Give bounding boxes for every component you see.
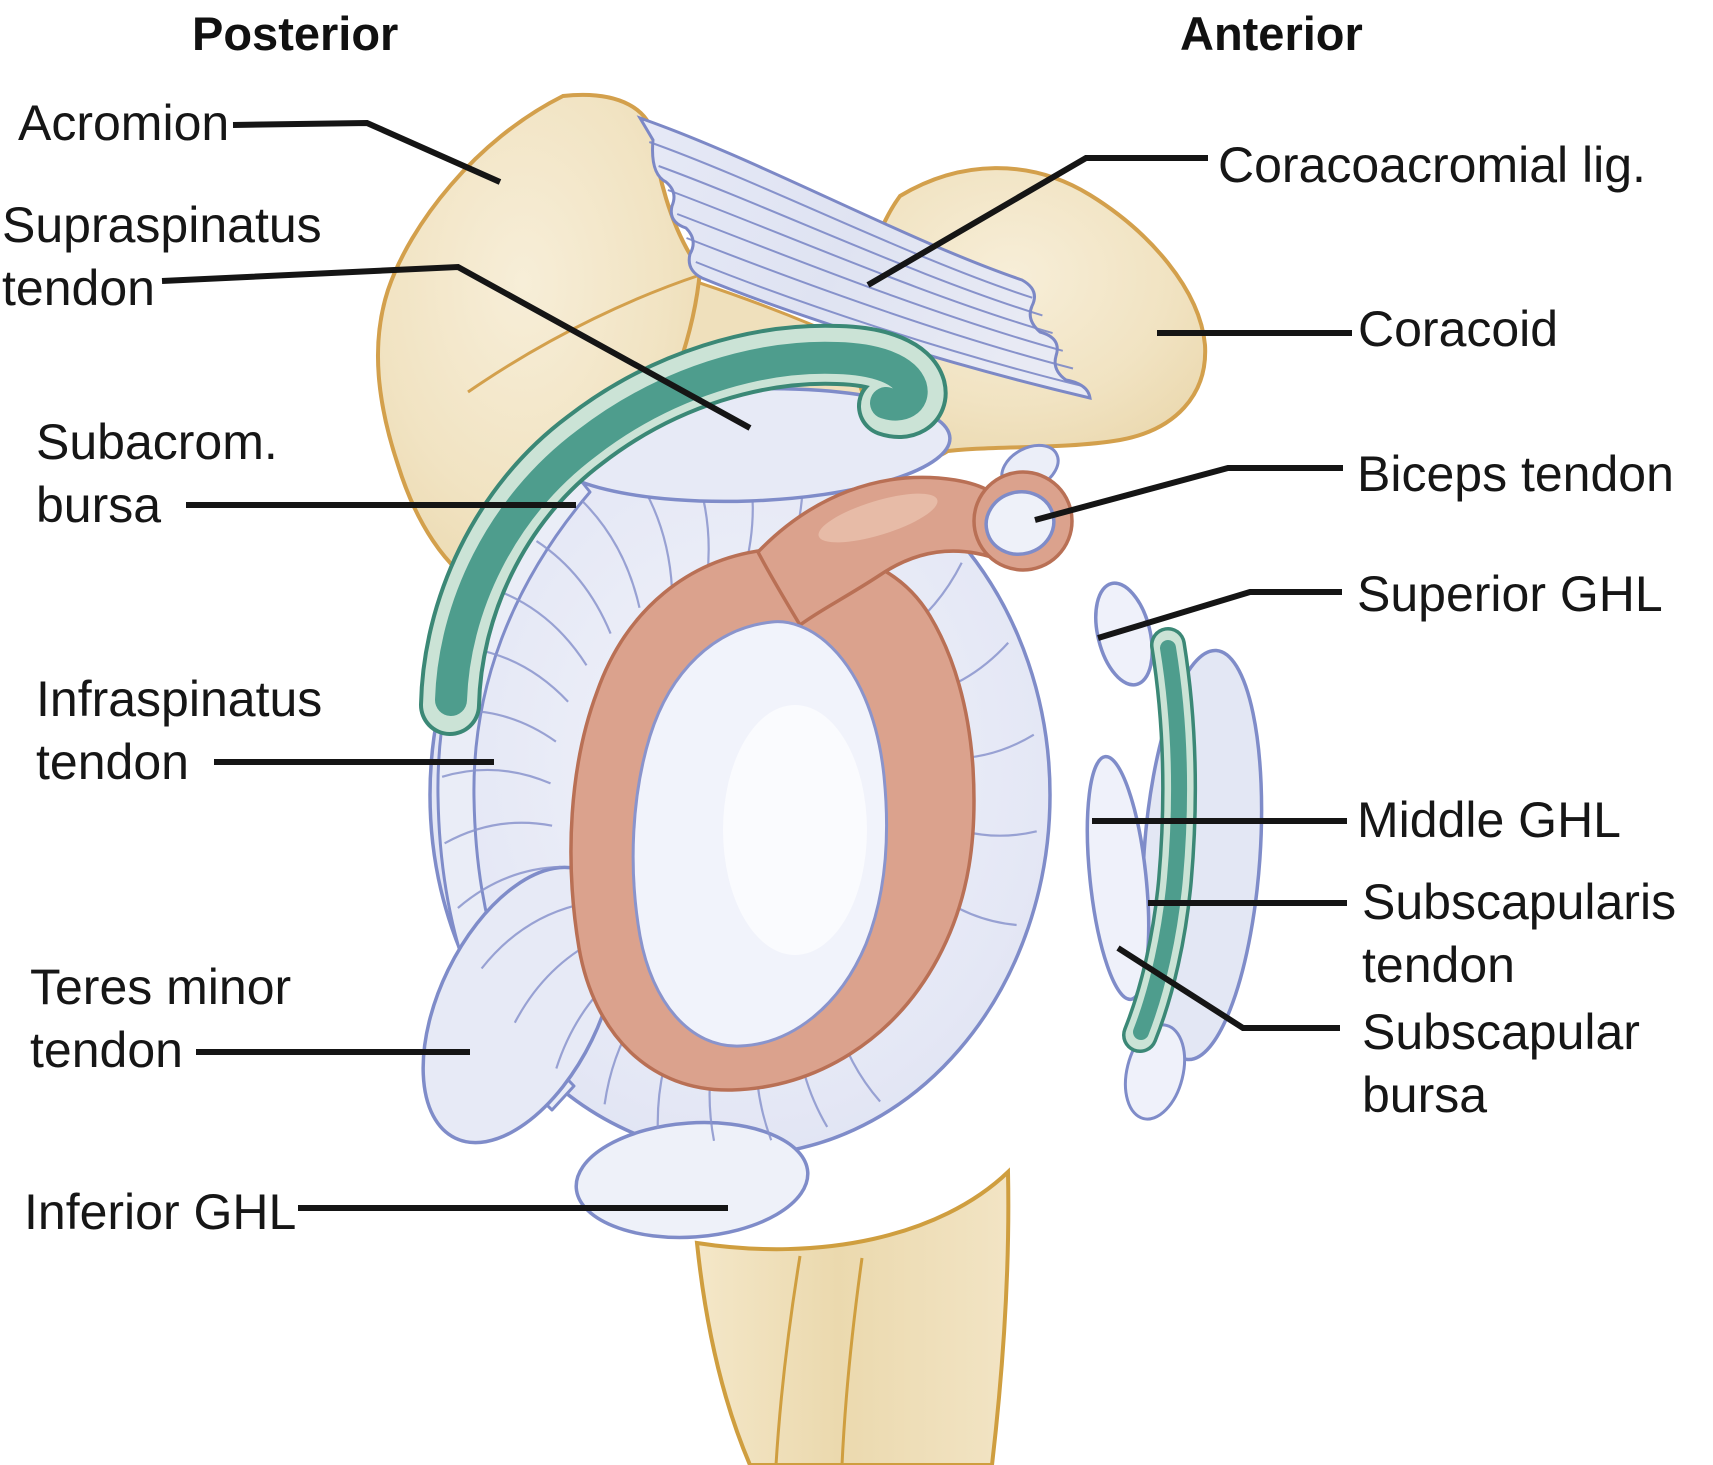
superior-ghl-tube	[1094, 581, 1154, 687]
label-coracoacromial-lig: Coracoacromial lig.	[1218, 137, 1646, 193]
label-subscapular-bursa: Subscapular bursa	[1362, 1004, 1640, 1123]
inferior-ghl-pouch	[574, 1120, 810, 1240]
label-subacromial-bursa: Subacrom. bursa	[36, 414, 278, 533]
humerus-ridge	[774, 1255, 802, 1465]
glenoid-highlight	[723, 705, 867, 955]
label-middle-ghl: Middle GHL	[1357, 792, 1621, 848]
leader-supraspinatus	[161, 263, 752, 431]
label-coracoid: Coracoid	[1358, 301, 1559, 357]
label-infraspinatus-tendon: Infraspinatus tendon	[36, 671, 323, 790]
leader-biceps-tendon	[1034, 465, 1343, 523]
label-acromion: Acromion	[18, 95, 230, 151]
leader-subscapular-bursa	[1116, 945, 1340, 1031]
label-inferior-ghl: Inferior GHL	[24, 1184, 297, 1240]
label-teres-minor-tendon: Teres minor tendon	[30, 959, 292, 1078]
coracoacromial-ligament	[636, 115, 1092, 400]
humerus-shaft	[694, 1167, 1011, 1465]
fiber-line	[535, 540, 612, 635]
label-supraspinatus-tendon: Supraspinatus tendon	[2, 197, 322, 316]
leader-coracoacromial	[866, 155, 1208, 288]
leader-lines	[161, 119, 1352, 1211]
fiber-line	[658, 165, 1043, 317]
fiber-line	[676, 213, 1064, 352]
labrum-ring	[570, 548, 975, 1091]
fiber-line	[498, 589, 588, 666]
fiber-line	[457, 865, 561, 909]
fiber-line	[686, 237, 1074, 370]
fiber-line	[480, 904, 576, 970]
fiber-line	[667, 189, 1053, 335]
subacromial-bursa-shape	[419, 323, 948, 736]
leader-superior-ghl	[1097, 589, 1342, 641]
leader-acromion	[232, 119, 502, 185]
label-superior-ghl: Superior GHL	[1357, 566, 1663, 622]
fiber-line	[695, 261, 1084, 388]
ligament-fibers	[648, 141, 1084, 388]
label-subscapularis-tendon: Subscapularis tendon	[1362, 874, 1677, 993]
fiber-line	[444, 821, 553, 845]
humerus-ridge	[840, 1257, 864, 1465]
subscapular-bursa-shape	[1133, 640, 1188, 1040]
header-posterior: Posterior	[192, 7, 399, 60]
acromion-fold-line	[467, 273, 701, 394]
middle-ghl-column	[1085, 754, 1151, 1002]
header-anterior: Anterior	[1180, 7, 1363, 60]
fiber-line	[441, 768, 551, 785]
labrum-outer-edge	[569, 546, 976, 1092]
labrum-highlight	[818, 493, 938, 543]
fiber-line	[581, 499, 641, 609]
label-biceps-tendon: Biceps tendon	[1357, 446, 1674, 502]
fiber-line	[648, 141, 1033, 299]
